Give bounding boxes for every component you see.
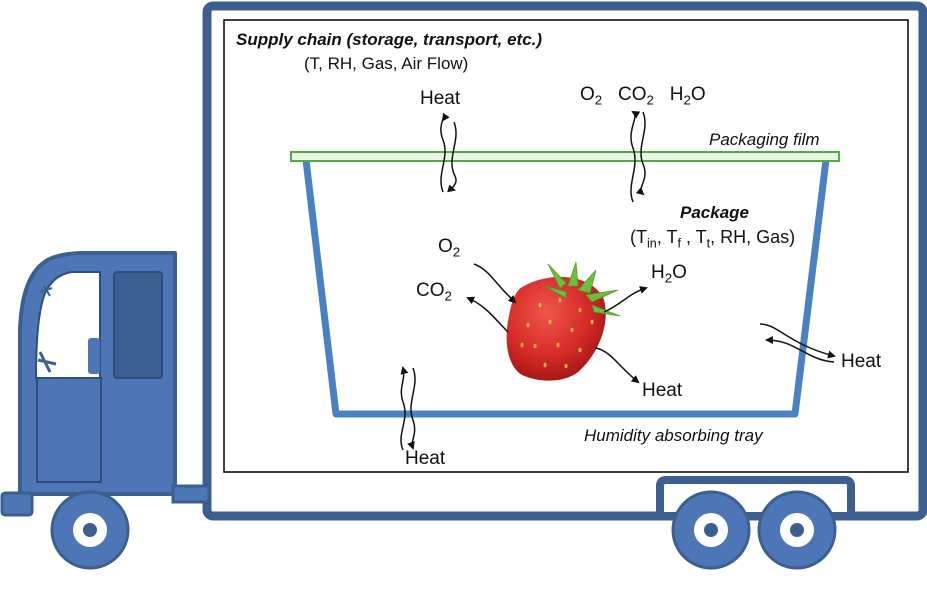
packaging-film-label: Packaging film: [709, 130, 820, 149]
co2-film-label: CO2: [618, 84, 654, 108]
humidity-tray-label: Humidity absorbing tray: [584, 426, 763, 445]
cab-bumper: [0, 491, 34, 517]
co2-label: CO2: [416, 280, 452, 304]
cab-door: [36, 377, 102, 483]
truck-cargo-box: [202, 1, 927, 521]
heat-label-side: Heat: [841, 351, 882, 372]
cab-window: [113, 271, 163, 379]
supply-chain-frame: [223, 19, 909, 473]
cab-connector: [171, 484, 211, 504]
heat-label-film: Heat: [420, 88, 461, 109]
heat-label-bottom: Heat: [405, 448, 446, 469]
front-wheel: [50, 490, 130, 570]
o2-film-label: O2: [580, 84, 603, 108]
package-title: Package: [680, 203, 749, 222]
packaging-film: [290, 151, 840, 162]
package-conditions: (Tin, Tf , Tt, RH, Gas): [630, 227, 796, 251]
o2-label: O2: [438, 236, 461, 260]
h2o-film-label: H2O: [669, 84, 706, 108]
cab-seat: [88, 338, 100, 374]
rear-wheel-1: [671, 490, 751, 570]
rear-wheel-2: [757, 490, 837, 570]
supply-chain-conditions: (T, RH, Gas, Air Flow): [304, 54, 469, 73]
humidity-absorbing-tray: [302, 159, 830, 418]
cab-mirror: [39, 285, 53, 297]
heat-label-strawberry: Heat: [642, 380, 683, 401]
gas-labels-film: O2 CO2 H2O: [580, 84, 706, 108]
exchange-arrows: [400, 111, 836, 451]
h2o-label: H2O: [651, 262, 687, 286]
supply-chain-title: Supply chain (storage, transport, etc.): [236, 30, 543, 49]
steering-wheel: [37, 351, 57, 373]
cab-windshield: [34, 271, 101, 379]
